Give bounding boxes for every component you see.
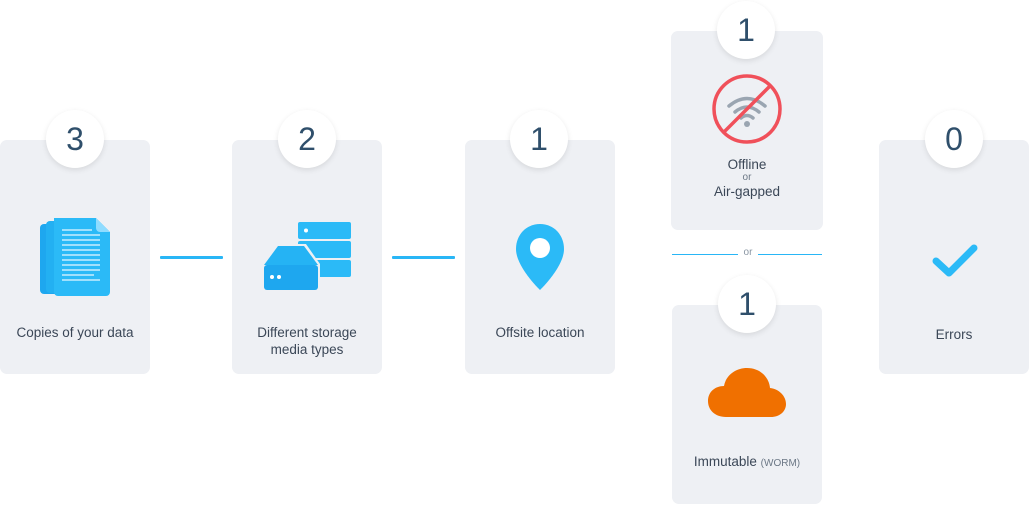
step-number-badge: 3 (46, 110, 104, 168)
step-label: Errors (879, 326, 1029, 343)
card-immutable: 1 Immutable (WORM) (672, 275, 822, 504)
label-main: Immutable (693, 454, 757, 469)
label-line: Air-gapped (713, 184, 781, 199)
label-line-or: or (742, 172, 752, 183)
label-line: Errors (935, 327, 973, 342)
card-media-types: 2 Different storage media types (232, 110, 382, 374)
step-number-badge: 1 (718, 275, 776, 333)
card-offsite: 1 Offsite location (465, 110, 615, 374)
location-pin-icon (516, 224, 564, 290)
label-line: Copies of your data (16, 325, 134, 340)
separator-line-left (672, 254, 738, 255)
checkmark-icon (932, 244, 978, 277)
card-offline: 1 Offline or Air-gapped (671, 1, 823, 230)
step-label: Copies of your data (0, 324, 150, 341)
connector-line (160, 256, 223, 259)
label-line: Offline (727, 157, 767, 172)
card-copies: 3 Copies of your data (0, 110, 150, 374)
step-label: Different storage media types (232, 324, 382, 358)
documents-icon (40, 218, 110, 296)
label-line: Different storage (257, 325, 357, 340)
step-label: Immutable (WORM) (672, 453, 822, 472)
step-number-badge: 0 (925, 110, 983, 168)
cloud-icon (708, 368, 786, 417)
step-number-badge: 1 (717, 1, 775, 59)
no-wifi-icon (712, 74, 782, 144)
label-line: media types (270, 342, 344, 357)
step-number-badge: 2 (278, 110, 336, 168)
step-label: Offsite location (465, 324, 615, 341)
separator-or: or (743, 247, 753, 258)
step-number-badge: 1 (510, 110, 568, 168)
storage-icon (264, 222, 351, 291)
connector-line (392, 256, 455, 259)
label-line: Offsite location (495, 325, 585, 340)
card-errors: 0 Errors (879, 110, 1029, 374)
label-sub: (WORM) (760, 458, 801, 469)
step-label: Offline or Air-gapped (671, 156, 823, 200)
separator-line-right (758, 254, 822, 255)
